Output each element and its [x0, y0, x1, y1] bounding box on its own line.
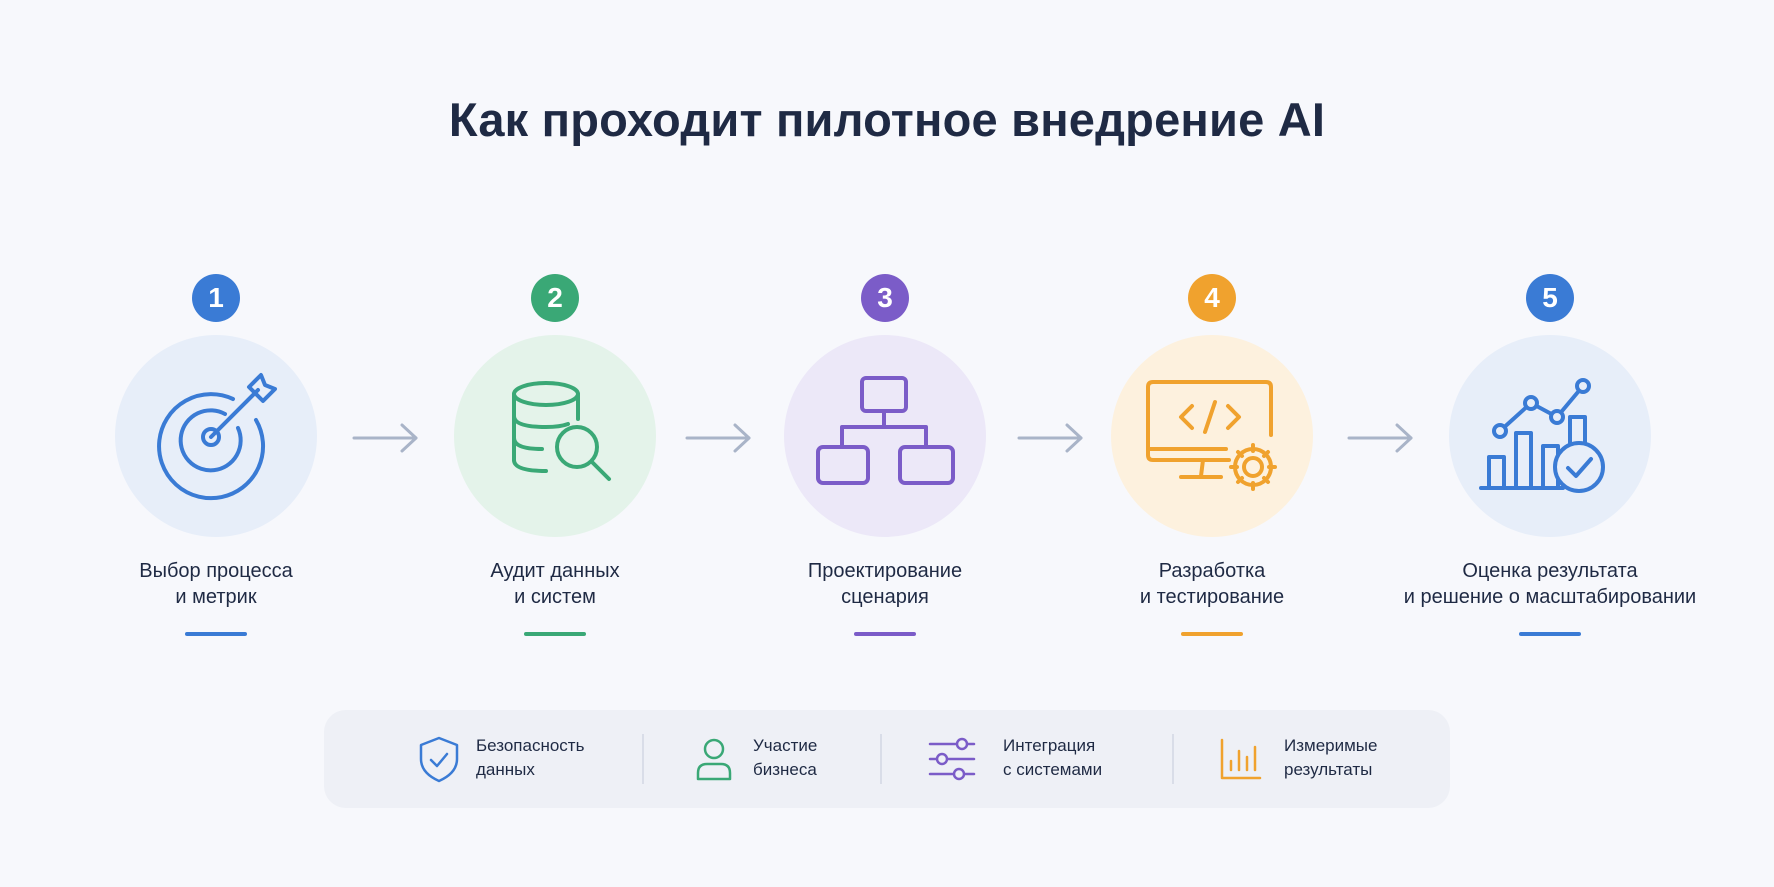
step-label-line1: Разработка [1158, 560, 1266, 582]
step-2: 2 Аудит данных и систем [375, 0, 735, 660]
step-label-line1: Аудит данных [490, 560, 620, 582]
step-number-badge: 3 [861, 274, 909, 322]
divider [642, 734, 644, 784]
step-label: Аудит данных и систем [375, 558, 735, 610]
shield-check-icon [419, 736, 459, 783]
step-number-badge: 1 [192, 274, 240, 322]
features-bar: Безопасность данных Участие бизнеса Инте… [324, 710, 1450, 808]
step-label-line1: Выбор процесса [139, 560, 293, 582]
step-icon-circle [115, 335, 317, 537]
step-icon-circle [454, 335, 656, 537]
arrow-right-icon [685, 423, 751, 453]
feature-label-line2: данных [476, 760, 535, 779]
target-arrow-icon [157, 373, 277, 501]
divider [1172, 734, 1174, 784]
sliders-icon [928, 737, 976, 781]
user-icon [696, 738, 732, 781]
feature-label-line2: бизнеса [753, 760, 817, 779]
step-3: 3 Проектирование сценария [705, 0, 1065, 660]
arrow-right-icon [1017, 423, 1083, 453]
step-underline [854, 632, 916, 636]
step-label-line1: Оценка результата [1462, 560, 1638, 582]
step-number-badge: 2 [531, 274, 579, 322]
step-icon-circle [1449, 335, 1651, 537]
bar-chart-icon [1220, 738, 1262, 780]
page-title: Как проходит пилотное внедрение AI [448, 93, 1326, 146]
step-label: Разработка и тестирование [1032, 558, 1392, 610]
arrow-right-icon [1347, 423, 1413, 453]
step-label: Проектирование сценария [705, 558, 1065, 610]
process-steps: 1 Выбор процесса и метрик 2 [36, 0, 1730, 660]
step-underline [1181, 632, 1243, 636]
step-icon-circle [784, 335, 986, 537]
feature-label-line2: с системами [1003, 760, 1103, 779]
step-5: 5 Оценка результата и решение о масштаби… [1370, 0, 1730, 660]
step-underline [524, 632, 586, 636]
step-underline [185, 632, 247, 636]
step-label-line2: и систем [514, 586, 596, 608]
step-label: Оценка результата и решение о масштабиро… [1370, 558, 1730, 610]
step-label-line2: и метрик [175, 586, 257, 608]
feature-label-line1: Измеримые [1284, 736, 1378, 755]
step-4: 4 Разработка и тестирование [1032, 0, 1392, 660]
code-monitor-gear-icon [1146, 380, 1277, 491]
feature-label-line1: Безопасность [476, 736, 585, 755]
arrow-right-icon [352, 423, 418, 453]
step-1: 1 Выбор процесса и метрик [36, 0, 396, 660]
flowchart-icon [816, 376, 955, 485]
growth-chart-check-icon [1479, 378, 1605, 493]
step-label-line1: Проектирование [807, 560, 963, 582]
feature-label-line1: Участие [753, 736, 818, 755]
step-label: Выбор процесса и метрик [36, 558, 396, 610]
step-icon-circle [1111, 335, 1313, 537]
step-number-badge: 5 [1526, 274, 1574, 322]
step-number-badge: 4 [1188, 274, 1236, 322]
feature-label-line1: Интеграция [1003, 736, 1096, 755]
step-underline [1519, 632, 1581, 636]
divider [880, 734, 882, 784]
feature-label-line2: результаты [1284, 760, 1373, 779]
database-search-icon [512, 381, 611, 481]
step-label-line2: и тестирование [1139, 586, 1285, 608]
step-label-line2: и решение о масштабировании [1403, 586, 1697, 608]
step-label-line2: сценария [841, 586, 929, 608]
